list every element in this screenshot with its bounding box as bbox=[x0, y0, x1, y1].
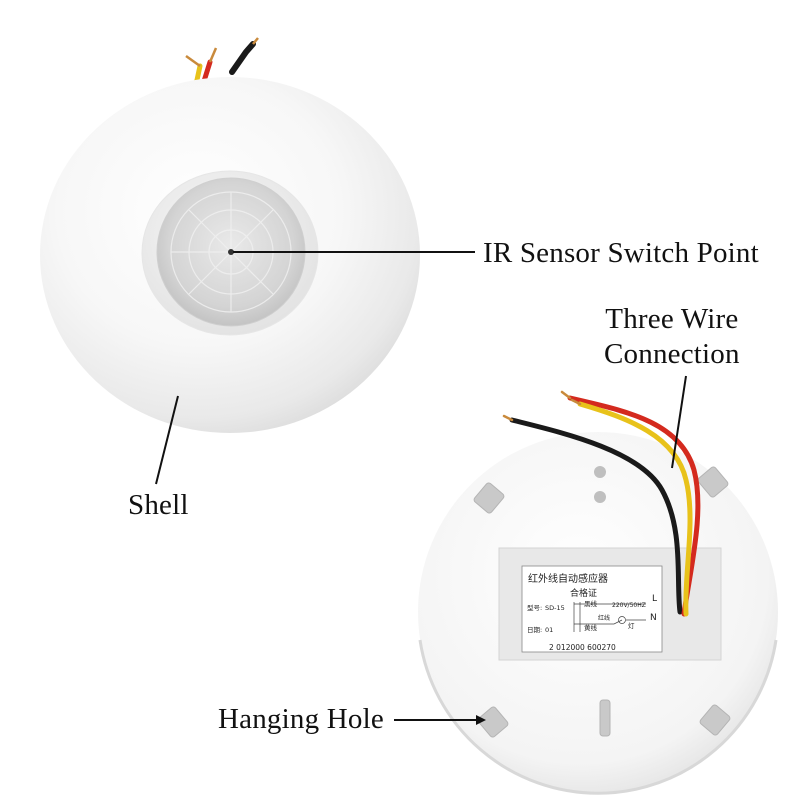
product-label-text: 红外线自动感应器 合格证 型号: SD-15 日期: 01 黑线 黄线 红线 2… bbox=[527, 572, 657, 652]
label-wire-yellow: 黄线 bbox=[584, 623, 598, 632]
callout-lines bbox=[155, 251, 687, 725]
hanging-hole-top-left bbox=[473, 482, 505, 514]
hanging-hole-bottom-center bbox=[599, 699, 611, 737]
hanging-hole-bottom-left bbox=[477, 706, 509, 738]
back-sensor-view: 红外线自动感应器 合格证 型号: SD-15 日期: 01 黑线 黄线 红线 2… bbox=[418, 390, 778, 795]
label-title: 红外线自动感应器 bbox=[528, 572, 608, 585]
label-voltage: 220V/50HZ bbox=[612, 602, 646, 609]
callout-line-wire bbox=[671, 375, 687, 469]
label-model-value: SD-15 bbox=[545, 604, 565, 612]
back-wire-black bbox=[509, 417, 683, 615]
callout-arrowhead-hang bbox=[476, 715, 486, 725]
back-wire-yellow bbox=[577, 401, 693, 617]
callout-three-wire-line1: Three Wire bbox=[605, 303, 739, 335]
label-barcode-number: 2 012000 600270 bbox=[549, 643, 616, 652]
callout-three-wire-label: Three Wire Connection bbox=[604, 302, 740, 372]
front-wire-copper-3 bbox=[252, 37, 259, 45]
callout-three-wire-line2: Connection bbox=[604, 337, 740, 370]
label-model-key: 型号: bbox=[527, 603, 542, 612]
label-terminal-l: L bbox=[652, 594, 657, 604]
label-date-key: 日期: bbox=[527, 626, 542, 634]
label-certificate: 合格证 bbox=[570, 587, 597, 599]
back-wires bbox=[502, 390, 701, 617]
front-wire-copper-1 bbox=[208, 47, 218, 63]
back-wire-copper-red bbox=[560, 390, 572, 400]
label-lamp: 灯 bbox=[628, 621, 635, 630]
front-wire-copper-2 bbox=[185, 54, 201, 68]
lens-center-point bbox=[228, 249, 234, 255]
hanging-hole-bottom-right bbox=[699, 704, 731, 736]
callout-ir-sensor-label: IR Sensor Switch Point bbox=[483, 237, 759, 269]
front-wire-black bbox=[229, 41, 256, 75]
back-dot-1 bbox=[594, 466, 606, 478]
callout-shell-label: Shell bbox=[128, 489, 189, 521]
back-wire-copper-black bbox=[502, 414, 514, 422]
label-wire-red: 红线 bbox=[598, 614, 610, 622]
back-wire-red bbox=[567, 395, 701, 617]
callout-hanging-hole-label: Hanging Hole bbox=[218, 703, 384, 735]
back-wire-copper-yellow bbox=[570, 398, 582, 406]
hanging-hole-top-right bbox=[697, 466, 729, 498]
label-terminal-n: N bbox=[650, 613, 657, 623]
front-sensor-view bbox=[40, 37, 420, 433]
hanging-holes bbox=[473, 466, 731, 738]
label-wire-black: 黑线 bbox=[584, 599, 598, 608]
back-rim-shadow bbox=[418, 639, 778, 795]
back-dot-2 bbox=[594, 491, 606, 503]
label-circuit-lines bbox=[573, 602, 646, 632]
product-label-sticker bbox=[521, 565, 663, 653]
callout-line-shell bbox=[155, 395, 179, 485]
label-date-value: 01 bbox=[545, 626, 553, 634]
